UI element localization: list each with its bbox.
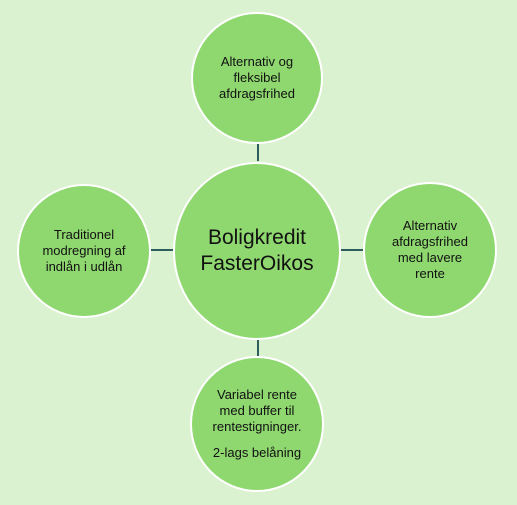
node-bottom: Variabel rente med buffer til rentestign… xyxy=(190,356,324,492)
node-right: Alternativ afdragsfrihed med lavere rent… xyxy=(363,182,497,318)
node-left-label: Traditionel modregning af indlån i udlån xyxy=(42,227,126,274)
node-left: Traditionel modregning af indlån i udlån xyxy=(17,184,151,318)
connector-right xyxy=(340,249,364,251)
node-bottom-label: Variabel rente med buffer til rentestign… xyxy=(212,387,302,434)
node-top-label: Alternativ og fleksibel afdragsfrihed xyxy=(219,54,295,101)
node-top: Alternativ og fleksibel afdragsfrihed xyxy=(191,12,323,144)
node-bottom-extra-label: 2-lags belåning xyxy=(212,445,302,460)
node-center: Boligkredit FasterOikos xyxy=(173,162,341,340)
connector-left xyxy=(150,249,174,251)
node-right-label: Alternativ afdragsfrihed med lavere rent… xyxy=(392,218,468,281)
node-center-label: Boligkredit FasterOikos xyxy=(200,226,314,275)
connector-bottom xyxy=(257,340,259,358)
connector-top xyxy=(257,143,259,161)
